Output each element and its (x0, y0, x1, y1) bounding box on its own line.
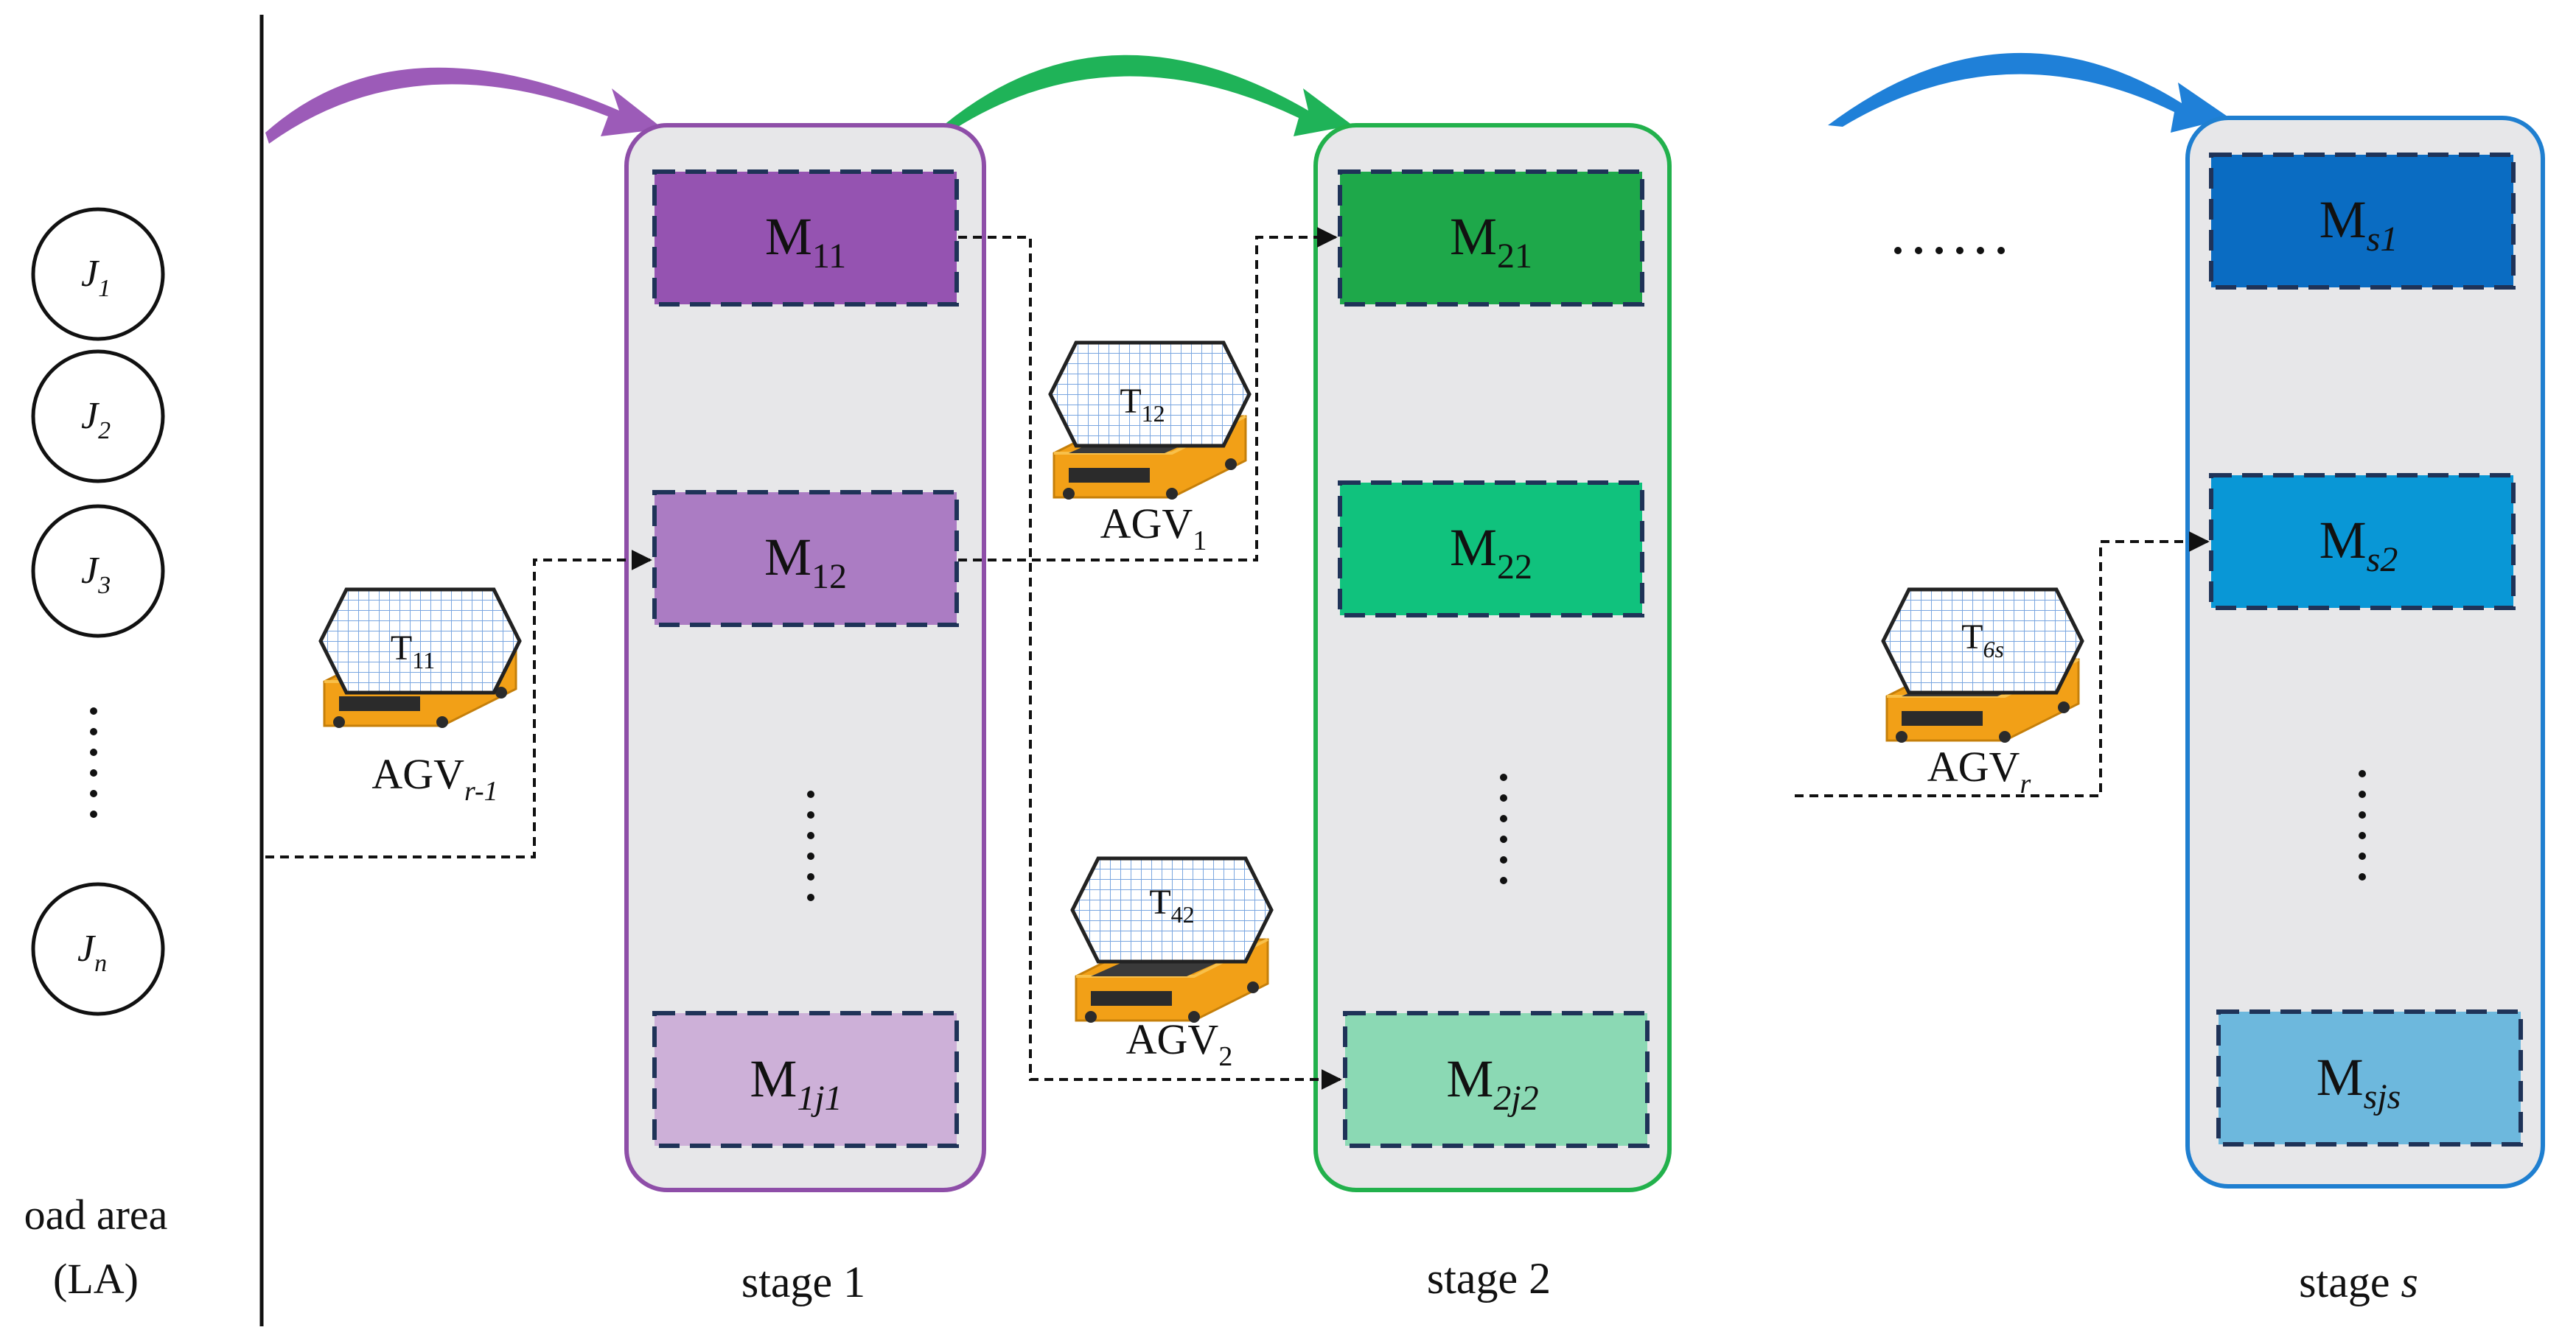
svg-text:Ms1: Ms1 (2320, 190, 2398, 259)
task-t12-label: T12 (1120, 382, 1165, 427)
stage-s-label: stage s (2299, 1258, 2418, 1306)
stage-2-panel (1313, 123, 1672, 1192)
machine-m2j2: M2j2 (1343, 1011, 1650, 1148)
stage-2-ellipsis (1500, 774, 1507, 884)
path-m12-to-m21 (958, 227, 1338, 561)
agv-1-label: AGV1 (1100, 500, 1207, 556)
stage-1-ellipsis (807, 791, 814, 901)
job-1-label: J1 (81, 253, 111, 302)
agv-r-minus-1-label: AGVr-1 (371, 750, 498, 807)
load-area-label-line2: (LA) (53, 1255, 139, 1303)
svg-text:M1j1: M1j1 (750, 1049, 842, 1118)
job-3-label: J3 (81, 550, 111, 599)
path-la-to-m12 (265, 550, 652, 858)
stages-ellipsis (1894, 247, 2005, 254)
svg-text:M22: M22 (1450, 518, 1532, 587)
job-n: Jn (31, 882, 165, 1016)
svg-text:M21: M21 (1450, 207, 1532, 276)
job-1: J1 (31, 207, 165, 341)
flow-arrow-to-stage1 (265, 67, 663, 144)
job-2: J2 (31, 349, 165, 483)
flow-arrow-to-stage2 (943, 55, 1352, 136)
svg-text:M11: M11 (765, 207, 846, 276)
task-t11-label: T11 (391, 629, 435, 673)
transport-paths (265, 227, 2210, 1090)
machine-m11: M11 (652, 169, 959, 307)
svg-text:M12: M12 (764, 528, 847, 596)
machine-ms2: Ms2 (2209, 473, 2516, 610)
job-2-label: J2 (81, 395, 111, 444)
agv-r: T6s AGVr (1883, 589, 2082, 799)
flow-arrow-to-stage-s (1828, 52, 2230, 133)
path-m11-to-m2j2 (958, 236, 1342, 1090)
svg-text:Msjs: Msjs (2317, 1048, 2401, 1116)
task-t6s-label: T6s (1961, 617, 2004, 662)
machine-ms1: Ms1 (2209, 153, 2516, 290)
stage-s-ellipsis (2359, 770, 2366, 881)
svg-text:M2j2: M2j2 (1446, 1049, 1538, 1118)
task-t42-label: T42 (1149, 883, 1194, 928)
agv-r-minus-1: T11 AGVr-1 (321, 589, 520, 807)
job-list: J1 J2 J3 Jn (31, 207, 165, 1016)
job-n-label: Jn (77, 928, 107, 977)
stage-1-panel (624, 123, 986, 1192)
agv-r-label: AGVr (1927, 743, 2031, 799)
job-ellipsis (90, 707, 97, 818)
agv-2: T42 AGV2 (1072, 858, 1271, 1072)
machine-m21: M21 (1338, 169, 1644, 307)
machine-msjs: Msjs (2216, 1009, 2523, 1147)
load-area-label-line1: oad area (24, 1191, 168, 1239)
stage-s-panel (2185, 116, 2545, 1189)
machine-m1j1: M1j1 (652, 1011, 959, 1148)
svg-text:Ms2: Ms2 (2320, 511, 2398, 579)
machine-m22: M22 (1338, 480, 1644, 617)
path-to-ms2 (1795, 531, 2210, 797)
agv-2-label: AGV2 (1126, 1015, 1233, 1072)
machine-m12: M12 (652, 490, 959, 627)
job-3: J3 (31, 504, 165, 638)
stage-1-label: stage 1 (741, 1258, 865, 1306)
agv-1: T12 AGV1 (1050, 343, 1249, 556)
stage-2-label: stage 2 (1427, 1254, 1551, 1303)
